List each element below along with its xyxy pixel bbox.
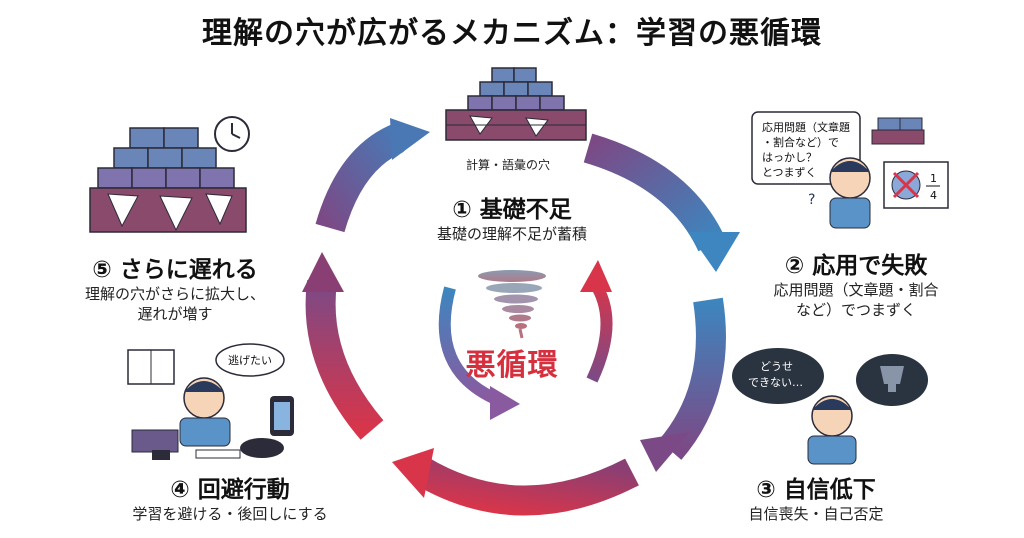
step4-title: ④ 回避行動 — [170, 477, 290, 503]
step5-desc-1: 理解の穴がさらに拡大し、 — [84, 285, 265, 303]
fraction-den: 4 — [930, 189, 937, 202]
step2-desc-2: など）でつまずく — [795, 301, 916, 319]
question-mark-icon: ? — [808, 192, 815, 208]
thinking-student-icon: 応用問題（文章題 ・割合など）で はっかし？ とつまずく 1 4 ? — [751, 111, 949, 229]
avoid-bubble: 逃げたい — [228, 354, 272, 367]
step4-desc: 学習を避ける・後回しにする — [132, 505, 328, 523]
sad-student-icon: どうせ できない… — [732, 348, 928, 465]
bubble-line-2: ・割合など）で — [762, 135, 839, 149]
step1-note: 計算・語彙の穴 — [466, 158, 551, 172]
sad-bubble-line-1: どうせ — [760, 360, 793, 373]
step2-title: ② 応用で失敗 — [784, 253, 928, 279]
step2-label: ② 応用で失敗 応用問題（文章題・割合 など）でつまずく — [736, 246, 976, 320]
inner-swirl — [438, 260, 613, 420]
step1-desc: 基礎の理解不足が蓄積 — [436, 225, 587, 243]
step1-title: ① 基礎不足 — [452, 197, 572, 223]
brick-wall-icon — [445, 67, 587, 141]
step2-desc-1: 応用問題（文章題・割合 — [773, 281, 939, 299]
fraction-num: 1 — [930, 172, 937, 185]
bubble-line-1: 応用問題（文章題 — [762, 120, 850, 134]
step3-desc: 自信喪失・自己否定 — [748, 505, 884, 523]
step5-title: ⑤ さらに遅れる — [92, 257, 258, 283]
step1-label: ① 基礎不足 基礎の理解不足が蓄積 — [412, 190, 612, 244]
step4-label: ④ 回避行動 学習を避ける・後回しにする — [100, 470, 360, 524]
page-title: 理解の穴が広がるメカニズム：学習の悪循環 — [202, 16, 822, 51]
step3-label: ③ 自信低下 自信喪失・自己否定 — [716, 470, 916, 524]
step3-title: ③ 自信低下 — [756, 477, 876, 503]
sad-bubble-line-2: できない… — [748, 376, 803, 389]
bubble-line-3: はっかし？ — [762, 151, 817, 164]
cycle-arrows — [302, 118, 740, 516]
crumbling-wall-icon — [89, 116, 250, 233]
avoiding-student-icon: 逃げたい — [127, 343, 294, 460]
center-label: 悪循環 — [465, 348, 559, 383]
bubble-line-4: とつまずく — [762, 166, 817, 179]
tornado-icon — [478, 270, 546, 339]
step5-desc-2: 遅れが増す — [137, 305, 213, 323]
step5-label: ⑤ さらに遅れる 理解の穴がさらに拡大し、 遅れが増す — [50, 250, 300, 324]
